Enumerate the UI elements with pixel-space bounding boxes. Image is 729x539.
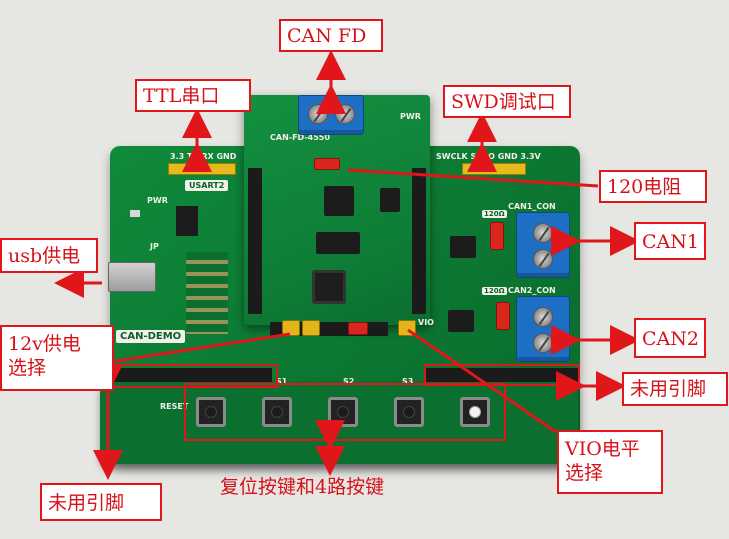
12v-jumper-b <box>302 320 320 336</box>
button-4 <box>394 397 424 427</box>
callout-ttl: TTL串口 <box>135 79 251 112</box>
reset-silk: RESET <box>160 402 189 411</box>
s2-label: S2 <box>343 377 355 386</box>
12v-jumper-a <box>282 320 300 336</box>
callout-unused-left: 未用引脚 <box>40 483 162 521</box>
power-inductor <box>312 270 346 304</box>
callout-vio-select: VIO电平 选择 <box>557 430 663 494</box>
right-unused-header <box>426 368 578 382</box>
mini-usb-connector <box>108 262 156 292</box>
usart-name: USART2 <box>185 180 229 191</box>
can1-120-label: 120Ω <box>482 210 507 218</box>
can2-con-label: CAN2_CON <box>508 286 556 295</box>
can-transceiver-ic <box>316 232 360 254</box>
module-left-header <box>248 168 262 314</box>
callout-usb-power: usb供电 <box>0 238 98 273</box>
can2-120-jumper <box>496 302 510 330</box>
reset-button <box>460 397 490 427</box>
module-name-label: CAN-FD-4550 <box>270 133 330 142</box>
can2-transceiver <box>448 310 474 332</box>
module-ic-small <box>380 188 400 212</box>
can1-transceiver <box>450 236 476 258</box>
jp-label: JP <box>150 242 159 251</box>
callout-swd: SWD调试口 <box>443 85 571 118</box>
callout-can1: CAN1 <box>634 222 706 260</box>
callout-can-fd: CAN FD <box>279 19 383 52</box>
can1-120-jumper <box>490 222 504 250</box>
vio-jumper-red <box>348 322 368 335</box>
callout-12v-select: 12v供电 选择 <box>0 325 114 391</box>
regulator-u7 <box>176 206 198 236</box>
pwr-label: PWR <box>147 196 168 205</box>
can-fd-controller-ic <box>324 186 354 216</box>
can2-120-label: 120Ω <box>482 287 507 295</box>
left-unused-header <box>112 368 272 382</box>
s1-label: S1 <box>276 377 288 386</box>
buttons-caption: 复位按键和4路按键 <box>220 476 385 498</box>
s3-label: S3 <box>402 377 414 386</box>
callout-120-resistor: 120电阻 <box>599 170 707 203</box>
board-name-label: CAN-DEMO <box>116 330 186 343</box>
callout-can2: CAN2 <box>634 318 706 358</box>
led-d5 <box>130 210 140 217</box>
module-right-header <box>412 168 426 314</box>
passive-components-left <box>186 252 228 334</box>
module-pwr-label: PWR <box>400 112 421 121</box>
button-1 <box>196 397 226 427</box>
can1-con-label: CAN1_CON <box>508 202 556 211</box>
can2-screw-top <box>533 307 553 327</box>
can1-screw-bottom <box>533 249 553 269</box>
buttons-highlight-box <box>184 383 506 441</box>
callout-unused-right: 未用引脚 <box>622 372 728 406</box>
button-2 <box>262 397 292 427</box>
vio-silk: VIO <box>418 318 434 327</box>
can-fd-120-jumper <box>314 158 340 170</box>
